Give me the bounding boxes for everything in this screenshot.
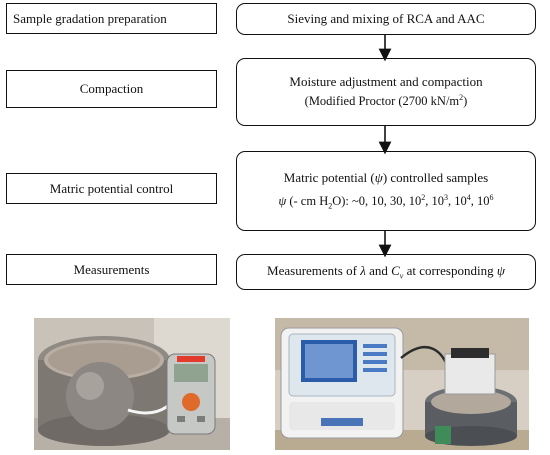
meas-lambda: λ xyxy=(360,262,366,278)
meas-psi: ψ xyxy=(496,262,505,278)
step-moisture-compaction-line2: (Modified Proctor (2700 kN/m2) xyxy=(237,92,535,110)
stage-matric-potential: Matric potential control xyxy=(6,173,217,204)
step-moisture-compaction-line1: Moisture adjustment and compaction xyxy=(289,74,483,90)
proctor-text: (Modified Proctor (2700 kN/m xyxy=(304,94,460,109)
mp2-sep1: , xyxy=(425,194,432,209)
step-matric-potential-line1: Matric potential (ψ) controlled samples xyxy=(237,169,535,188)
stage-matric-potential-label: Matric potential control xyxy=(49,180,174,196)
mp2-e3: 3 xyxy=(444,193,449,203)
mp2-e6: 6 xyxy=(489,193,494,203)
meas-c: C xyxy=(391,262,400,278)
mp2-e4: 4 xyxy=(466,193,471,203)
mp-pre: Matric potential ( xyxy=(283,170,375,186)
proctor-close: ) xyxy=(463,94,468,109)
meas-v: v xyxy=(399,271,404,281)
photo-heat-pulse-system xyxy=(275,318,529,450)
mp2-sep2: , xyxy=(448,194,455,209)
step-matric-potential-line2: ψ (- cm H2O): ~0, 10, 30, 102, 103, 104,… xyxy=(278,193,494,211)
mp2-mid: O): ~0, 10, 30, 10 xyxy=(332,194,422,209)
step-sieving-mixing: Sieving and mixing of RCA and AAC xyxy=(236,3,536,35)
stage-compaction-label: Compaction xyxy=(79,81,144,96)
mp2-psi: ψ xyxy=(278,194,287,209)
stage-measurements: Measurements xyxy=(6,254,217,285)
step-measurements-text: Measurements of λ and Cv at correspondin… xyxy=(237,262,535,282)
step-moisture-compaction: Moisture adjustment and compaction (Modi… xyxy=(236,58,536,126)
proctor-sup: 2 xyxy=(459,93,464,103)
step-matric-potential: Matric potential (ψ) controlled samples … xyxy=(236,151,536,231)
step-measurements: Measurements of λ and Cv at correspondin… xyxy=(236,254,536,290)
stage-sample-gradation: Sample gradation preparation xyxy=(6,3,217,34)
mp2-sub: 2 xyxy=(328,201,333,211)
meas-pre: Measurements of xyxy=(267,262,361,278)
mp2-e2: 2 xyxy=(421,193,426,203)
step-sieving-mixing-text: Sieving and mixing of RCA and AAC xyxy=(287,10,485,26)
photo-thermal-probe-setup xyxy=(34,318,230,450)
stage-measurements-label: Measurements xyxy=(73,261,150,277)
meas-post: at corresponding xyxy=(403,262,497,278)
stage-compaction: Compaction xyxy=(6,70,217,108)
mp-psi: ψ xyxy=(374,170,383,186)
flow-arrows xyxy=(378,35,392,258)
mp2-pre: (- cm H xyxy=(286,194,329,209)
meas-and: and xyxy=(365,262,392,278)
mp2-sep3: , xyxy=(470,194,478,209)
stage-sample-gradation-label: Sample gradation preparation xyxy=(13,10,167,26)
mp-post: ) controlled samples xyxy=(382,170,489,186)
